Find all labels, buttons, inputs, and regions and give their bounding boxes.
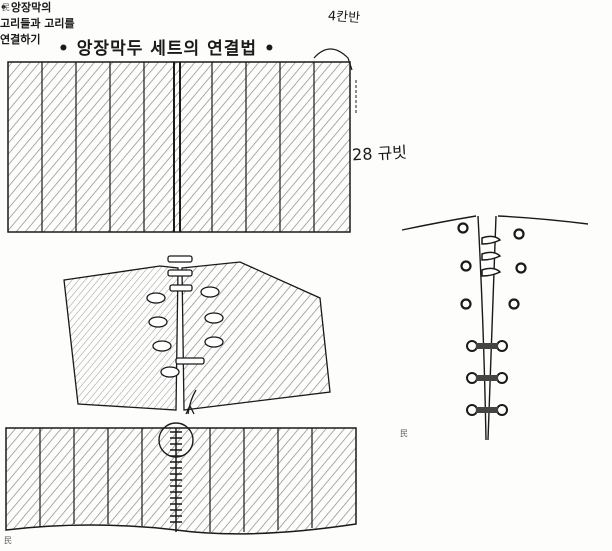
page-mark: 民 <box>400 429 408 438</box>
page-mark: 民 <box>4 536 12 545</box>
page-mark: 民 <box>2 3 10 12</box>
title-heading: • 앙장막두 세트의 연결법 • <box>58 39 276 59</box>
lacing-note: • 앙장막의 고리들과 고리를 연결하기 <box>0 0 612 48</box>
note-line: • 앙장막의 <box>0 1 52 14</box>
middle-curtain-detail <box>63 255 331 415</box>
note-line: 연결하기 <box>0 33 41 46</box>
note-line: 고리들과 고리를 <box>0 17 75 30</box>
side-dimension-label: 28 규빗 <box>351 142 408 165</box>
right-lacing-detail <box>401 215 589 441</box>
top-curtain-set <box>7 48 357 233</box>
bottom-curtain-set <box>5 422 357 535</box>
top-dimension-label: 4칸반 <box>327 8 361 27</box>
